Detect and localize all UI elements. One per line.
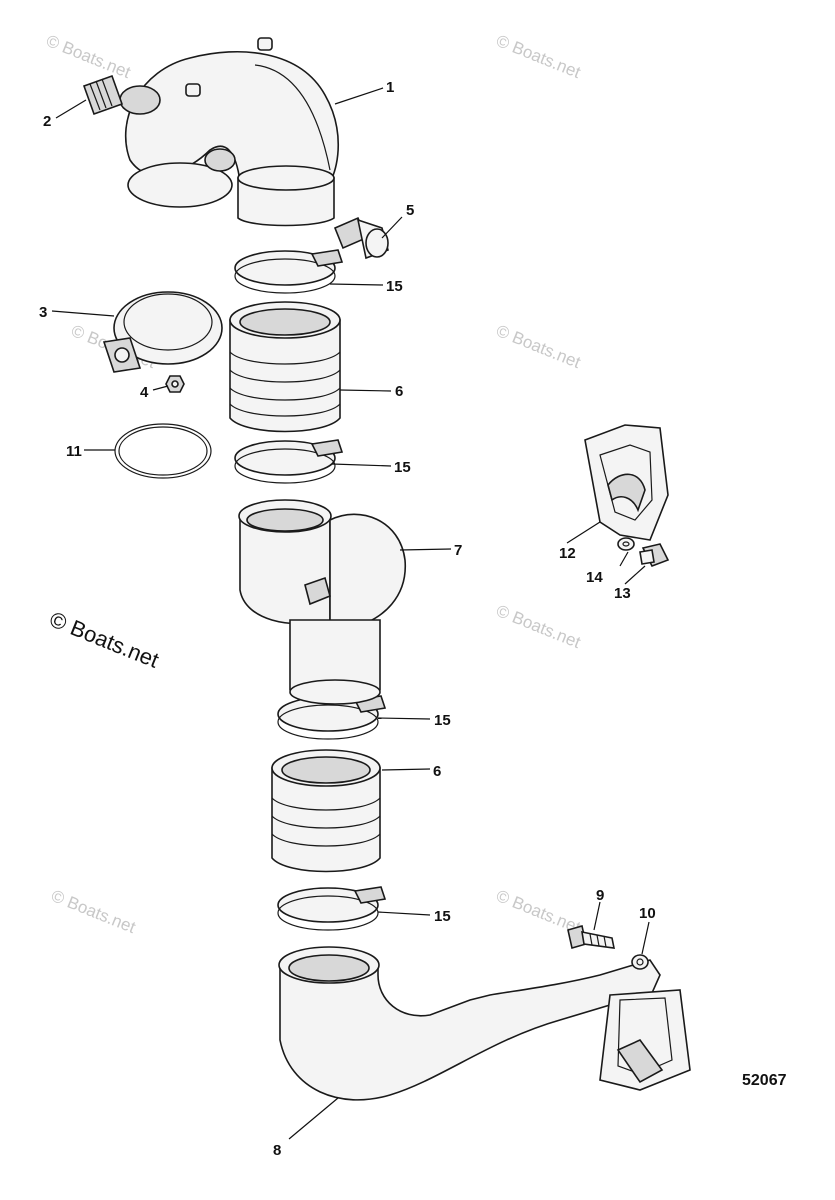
part-washer	[631, 954, 649, 970]
callout-8: 8	[273, 1142, 281, 1159]
part-o-ring	[114, 423, 212, 479]
callout-15: 15	[434, 712, 451, 729]
watermark: © Boats.net	[494, 601, 584, 652]
watermark: © Boats.net	[49, 886, 139, 937]
part-hose-fitting	[333, 216, 389, 260]
callout-6: 6	[433, 763, 441, 780]
watermark: © Boats.net	[44, 31, 134, 82]
callout-3: 3	[39, 304, 47, 321]
watermark: © Boats.net	[494, 321, 584, 372]
part-bolt	[639, 543, 670, 568]
callout-15: 15	[434, 908, 451, 925]
part-bellows-hose	[271, 749, 381, 873]
watermark-primary: © Boats.net	[46, 606, 162, 672]
part-hose-clamp	[277, 886, 387, 931]
callout-7: 7	[454, 542, 462, 559]
part-hose-clamp	[234, 249, 344, 294]
callout-14: 14	[586, 569, 603, 586]
part-gasket	[584, 424, 669, 541]
part-hose-clamp	[277, 695, 387, 740]
callout-15: 15	[394, 459, 411, 476]
callout-10: 10	[639, 905, 656, 922]
callout-4: 4	[140, 384, 149, 401]
part-threaded-plug	[82, 74, 124, 116]
part-exhaust-y-pipe	[238, 499, 406, 705]
callout-labels: 1 2 3 4 5 6 6 7 8 9 10 11 12 13 14 15 15…	[39, 79, 656, 1159]
drawing-number: 52067	[742, 1072, 787, 1089]
part-exhaust-elbow	[119, 37, 340, 227]
callout-6: 6	[395, 383, 403, 400]
part-v-band-clamp	[102, 291, 223, 373]
part-nut	[165, 375, 185, 393]
part-bellows-hose	[229, 301, 341, 433]
callout-9: 9	[596, 887, 604, 904]
callout-13: 13	[614, 585, 631, 602]
part-bolt	[567, 924, 616, 950]
callout-12: 12	[559, 545, 576, 562]
callout-1: 1	[386, 79, 394, 96]
part-hose-clamp	[234, 439, 344, 484]
leader-lines	[51, 87, 650, 1140]
part-washer	[617, 537, 635, 551]
watermark: © Boats.net	[494, 31, 584, 82]
part-exhaust-pipe	[278, 946, 691, 1101]
callout-2: 2	[43, 113, 51, 130]
callout-5: 5	[406, 202, 414, 219]
callout-11: 11	[66, 443, 82, 460]
callout-15: 15	[386, 278, 403, 295]
